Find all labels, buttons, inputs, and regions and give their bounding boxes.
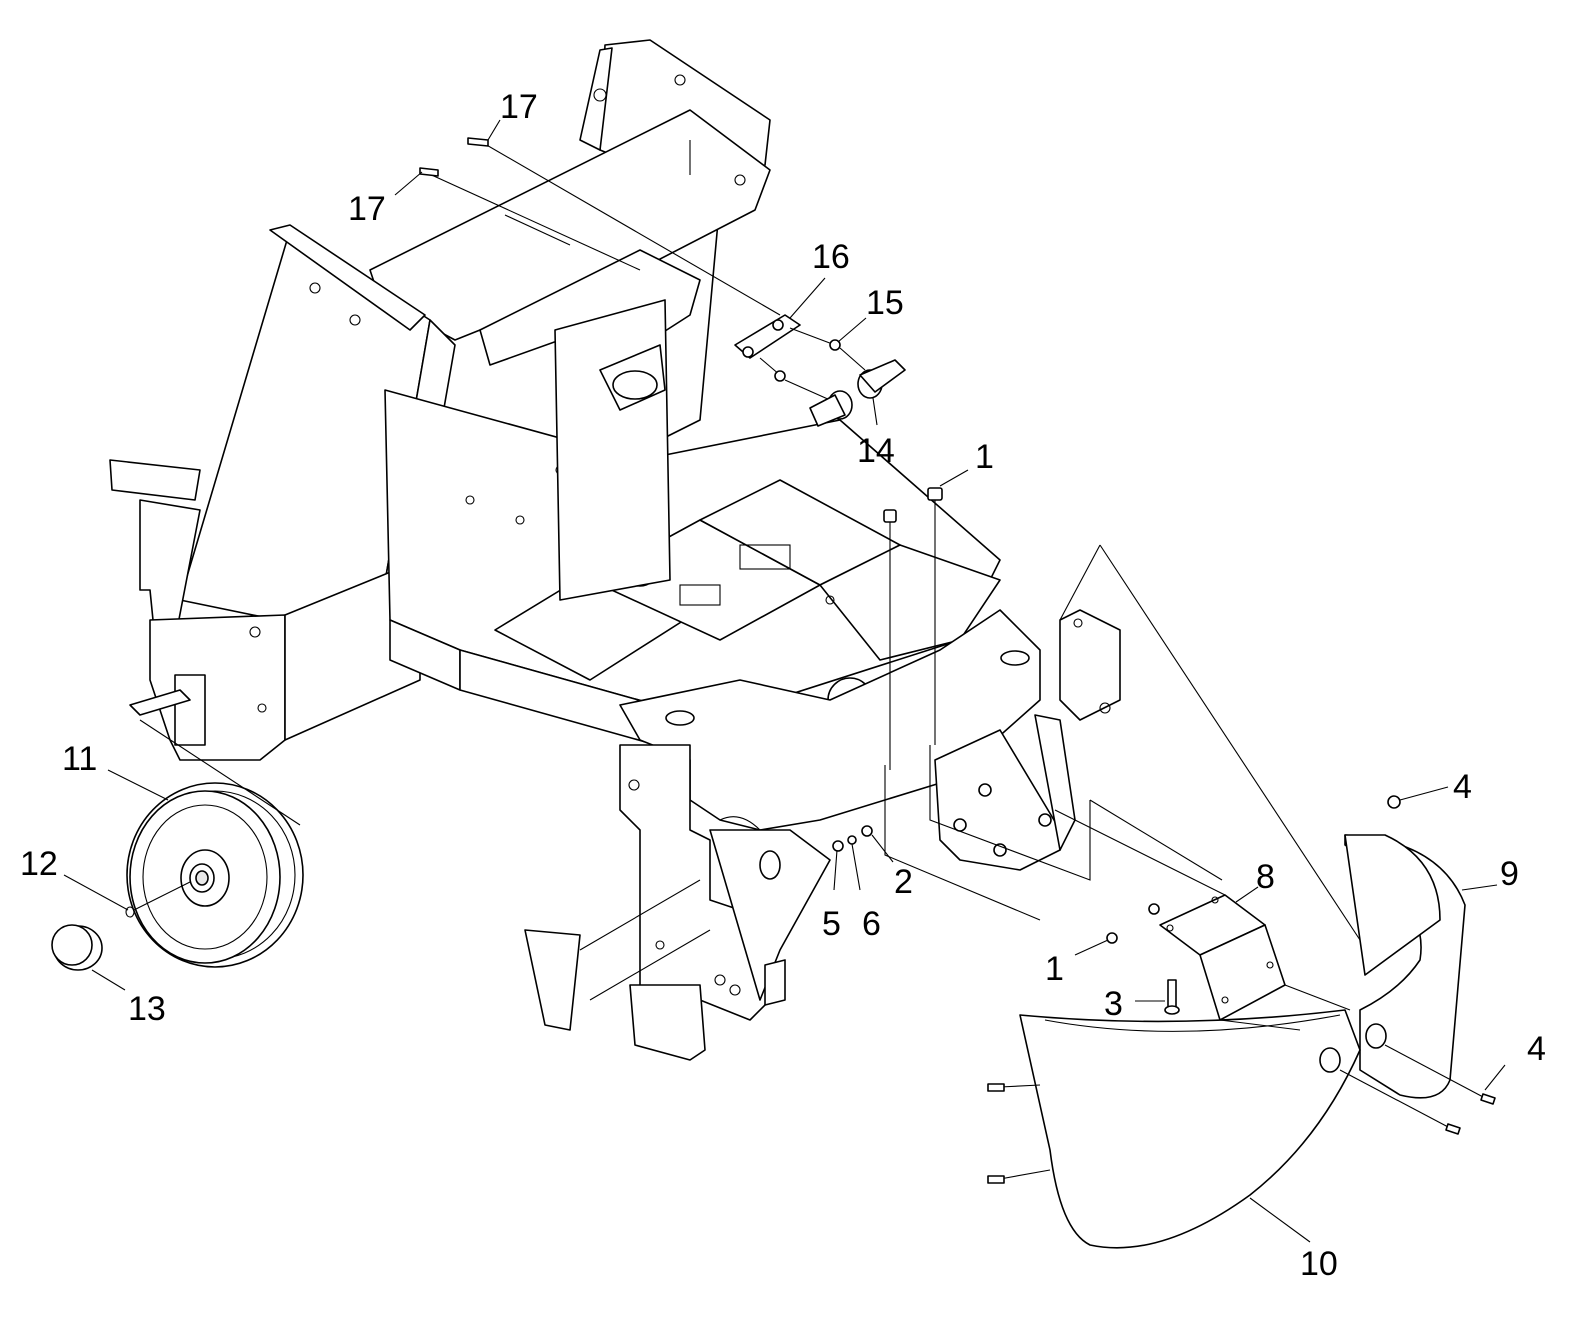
hitch-assembly [734, 314, 906, 427]
leader-lines [63, 119, 1506, 1243]
callout-4-lower: 4 [1527, 1030, 1546, 1068]
callout-10: 10 [1300, 1245, 1338, 1283]
callout-6: 6 [862, 905, 881, 943]
callout-11: 11 [62, 740, 97, 778]
callout-3: 3 [1104, 985, 1123, 1023]
callout-14: 14 [857, 432, 895, 470]
caster-wheel [126, 719, 304, 968]
left-side-panel [109, 224, 456, 661]
callout-16: 16 [812, 238, 850, 276]
hardware [832, 487, 1401, 1015]
callout-2: 2 [894, 863, 913, 901]
callout-4-upper: 4 [1453, 768, 1472, 806]
callout-labels: 17 17 16 15 14 1 11 12 13 4 9 8 2 6 5 1 … [20, 88, 1546, 1283]
mount-bracket [1159, 894, 1286, 1021]
front-cover [987, 1009, 1496, 1249]
callout-8: 8 [1256, 858, 1275, 896]
callout-17-lower: 17 [348, 190, 386, 228]
left-front-bracket [129, 559, 421, 761]
callout-1-lower: 1 [1045, 950, 1064, 988]
callout-1-top: 1 [975, 438, 994, 476]
wheel-hardware [51, 881, 191, 971]
callout-17-upper: 17 [500, 88, 538, 126]
callout-5: 5 [822, 905, 841, 943]
side-cover-right [1344, 834, 1466, 1099]
callout-13: 13 [128, 990, 166, 1028]
center-column [554, 299, 671, 601]
callout-9: 9 [1500, 855, 1519, 893]
callout-15: 15 [866, 284, 904, 322]
reference-lines [579, 544, 1361, 1031]
front-right-bracket [934, 609, 1121, 871]
callout-12: 12 [20, 845, 58, 883]
top-bolts [419, 137, 781, 316]
